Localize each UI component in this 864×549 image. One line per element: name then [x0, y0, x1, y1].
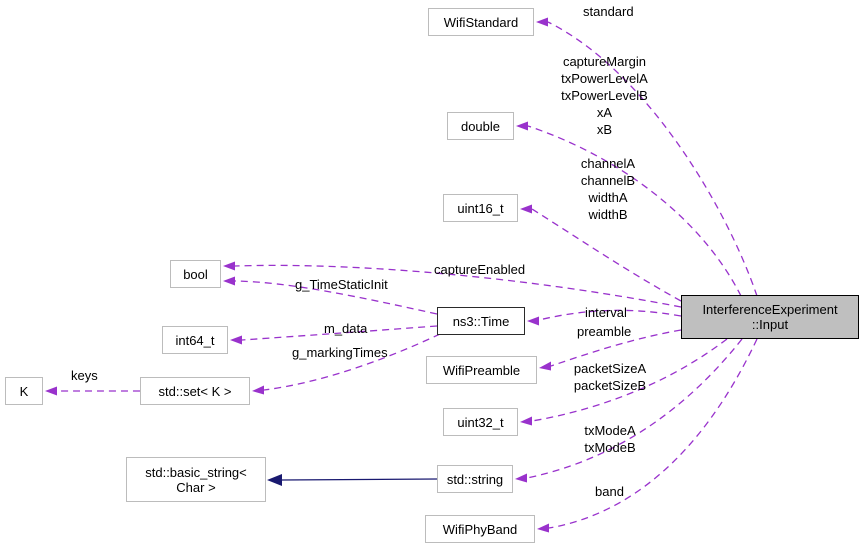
edge-label-g-time-static-init: g_TimeStaticInit — [295, 277, 388, 292]
edge-label-double-members: captureMargin txPowerLevelA txPowerLevel… — [561, 54, 648, 137]
node-interference-experiment-input[interactable]: InterferenceExperiment ::Input — [681, 295, 859, 339]
edge-label-keys: keys — [71, 368, 98, 383]
edge-standard — [536, 17, 758, 297]
node-int64-t[interactable]: int64_t — [162, 326, 228, 354]
node-std-basic-string[interactable]: std::basic_string< Char > — [126, 457, 266, 502]
edge-label-packet-size: packetSizeA packetSizeB — [573, 361, 647, 393]
edge-interval — [527, 309, 682, 326]
edge-label-band: band — [595, 484, 624, 499]
node-wifipreamble[interactable]: WifiPreamble — [426, 356, 537, 384]
edge-double-members — [516, 121, 742, 297]
node-uint16-t[interactable]: uint16_t — [443, 194, 518, 222]
edge-g-marking-times — [252, 333, 441, 395]
edge-capture-enabled — [223, 261, 682, 308]
edge-label-capture-enabled: captureEnabled — [434, 262, 526, 277]
node-ns3-time[interactable]: ns3::Time — [437, 307, 525, 335]
node-bool[interactable]: bool — [170, 260, 221, 288]
edge-string-inheritance — [267, 474, 438, 486]
node-std-set[interactable]: std::set< K > — [140, 377, 250, 405]
edge-label-interval: interval — [585, 305, 627, 320]
edge-tx-mode — [515, 338, 743, 483]
edge-preamble — [539, 329, 682, 371]
edge-packet-size — [520, 338, 728, 426]
edge-label-m-data: m_data — [324, 321, 368, 336]
edge-label-preamble: preamble — [577, 324, 632, 339]
node-k[interactable]: K — [5, 377, 43, 405]
edge-label-uint16-members: channelA channelB widthA widthB — [580, 156, 636, 222]
edge-uint16-members — [520, 204, 682, 302]
edge-band — [537, 338, 758, 533]
edge-g-time-static-init — [223, 276, 438, 315]
node-uint32-t[interactable]: uint32_t — [443, 408, 518, 436]
edge-m-data — [230, 325, 438, 345]
edge-label-g-marking-times: g_markingTimes — [292, 345, 388, 360]
node-std-string[interactable]: std::string — [437, 465, 513, 493]
node-double[interactable]: double — [447, 112, 514, 140]
edge-label-tx-mode: txModeA txModeB — [584, 423, 636, 455]
edge-label-standard: standard — [583, 4, 634, 19]
node-wifiphyband[interactable]: WifiPhyBand — [425, 515, 535, 543]
edge-keys — [45, 386, 140, 396]
node-wifistandard[interactable]: WifiStandard — [428, 8, 534, 36]
